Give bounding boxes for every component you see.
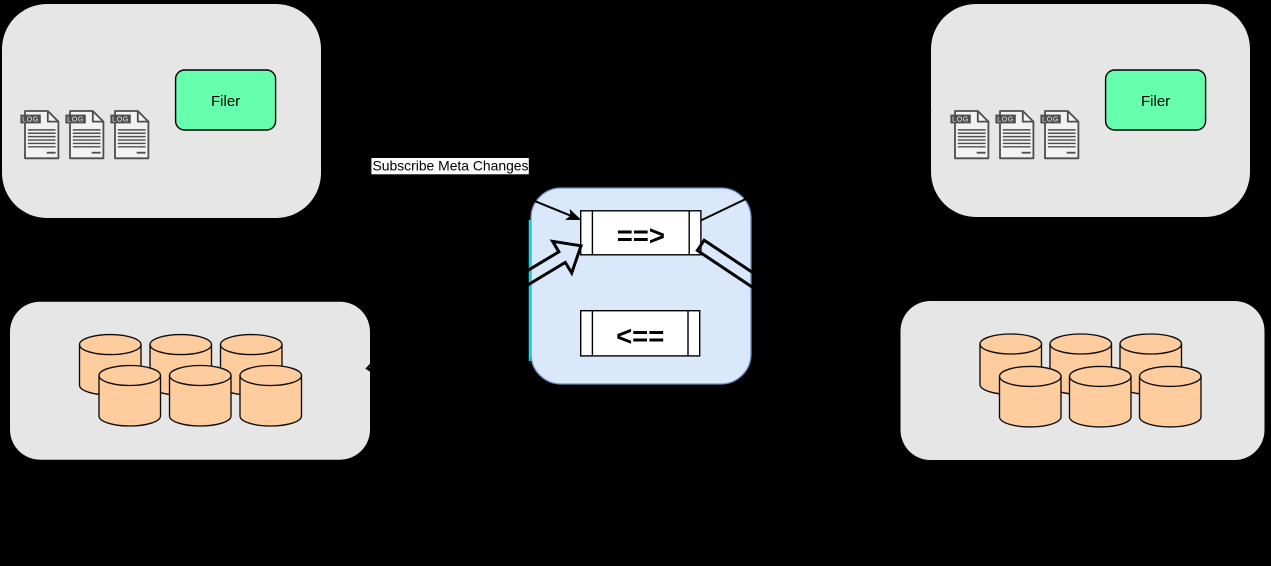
svg-text:LOG: LOG: [997, 117, 1014, 124]
svg-text:LOG: LOG: [1042, 117, 1059, 124]
svg-text:Filer: Filer: [211, 93, 240, 110]
svg-text:LOG: LOG: [112, 117, 129, 124]
svg-text:Subscribe Meta Changes: Subscribe Meta Changes: [373, 158, 529, 174]
svg-text:LOG: LOG: [67, 117, 84, 124]
svg-text:<==: <==: [616, 320, 664, 351]
svg-text:LOG: LOG: [22, 117, 39, 124]
svg-text:LOG: LOG: [952, 117, 969, 124]
svg-text:==>: ==>: [617, 220, 665, 251]
svg-text:Filer: Filer: [1141, 93, 1170, 110]
